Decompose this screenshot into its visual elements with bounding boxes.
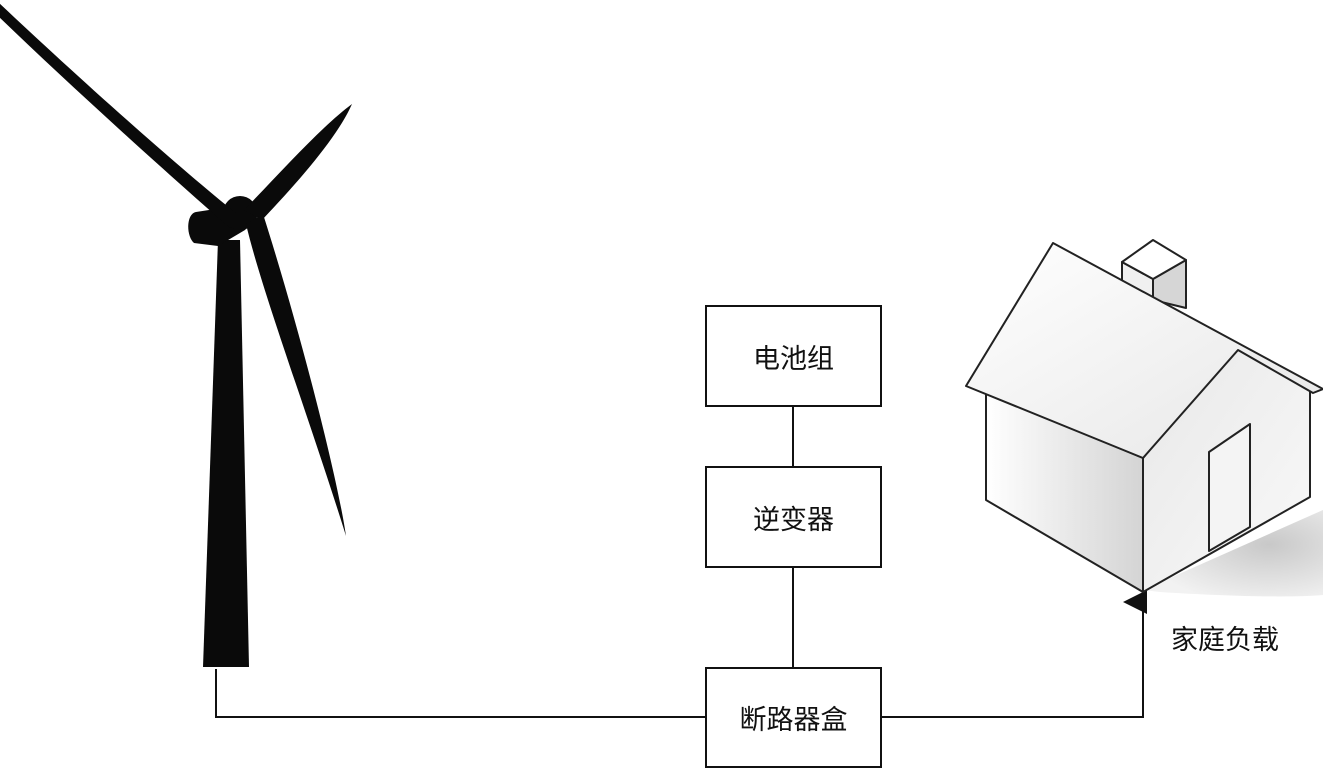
inverter-label: 逆变器 [706,467,881,567]
house-icon [966,240,1323,596]
battery-label: 电池组 [706,306,881,406]
turbine-to-breaker-line [216,669,705,717]
turbine-blade-upper-right [244,104,352,220]
breaker-to-house-arrow [881,602,1143,717]
turbine-blade-lower [246,214,346,536]
turbine-blade-upper-left [0,2,237,228]
breaker-box-label: 断路器盒 [706,668,881,767]
turbine-tower [203,240,249,667]
household-load-label: 家庭负载 [1171,618,1279,657]
wind-turbine-icon [0,2,352,667]
